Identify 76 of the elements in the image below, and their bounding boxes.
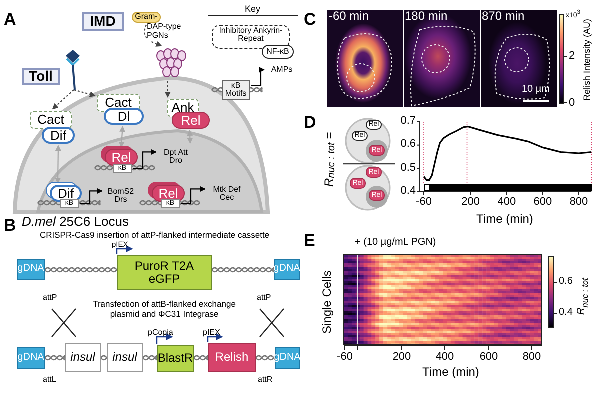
scale-label: 10 µm bbox=[522, 84, 550, 96]
site-label: attP bbox=[257, 293, 272, 302]
tick-label: 600 bbox=[532, 196, 554, 208]
arrow bbox=[55, 145, 62, 184]
tick-label: 0.5 bbox=[400, 162, 416, 174]
gdna-box: gDNA bbox=[275, 347, 300, 369]
tick-label: 2 bbox=[569, 50, 576, 63]
caption-text: Transfection of attB-flanked exchange plasmid and ΦC31 Integrase bbox=[92, 300, 237, 320]
axis-title: Time (min) bbox=[476, 212, 534, 226]
tick-label: 400 bbox=[496, 196, 518, 208]
tick-label: 0.6 bbox=[559, 276, 573, 288]
protein-pill: Dif bbox=[42, 127, 75, 144]
gene-label: Dpt Att Dro bbox=[158, 145, 194, 169]
arrow bbox=[74, 89, 96, 98]
site-label: attP bbox=[43, 293, 58, 302]
tick-label: -60 bbox=[415, 196, 433, 208]
time-label: -60 min bbox=[329, 10, 370, 24]
tick-label: 800 bbox=[568, 196, 590, 208]
gdna-box: gDNA bbox=[17, 347, 45, 369]
key-title: Key bbox=[245, 4, 261, 14]
panel-letter: E bbox=[304, 231, 316, 251]
section-title: D.mel 25C6 Locus bbox=[22, 215, 129, 230]
protein-pill: Dl bbox=[104, 108, 144, 125]
inhibitor-box: Cact bbox=[30, 111, 72, 129]
tick-label: 200 bbox=[392, 351, 412, 364]
arrow bbox=[187, 130, 194, 144]
panel-letter: D bbox=[304, 113, 316, 133]
gene-label: AMPs bbox=[266, 64, 298, 76]
tick-label: 400 bbox=[435, 351, 455, 364]
tick-label: -60 bbox=[336, 351, 354, 364]
arrow bbox=[164, 81, 171, 98]
site-label: attR bbox=[258, 375, 273, 384]
arrow bbox=[144, 24, 162, 47]
treatment-label: + (10 µg/mL PGN) bbox=[355, 237, 436, 248]
site-label: attL bbox=[43, 375, 56, 384]
gdna-box: gDNA bbox=[274, 259, 300, 280]
tick-label: 0.6 bbox=[400, 138, 416, 150]
cassette-box: PuroR T2A eGFP bbox=[117, 255, 212, 290]
tick-label: 0.7 bbox=[400, 115, 416, 127]
arrow bbox=[181, 186, 206, 204]
axis-title: Single Cells bbox=[321, 269, 335, 336]
key-pill: NF-κB bbox=[262, 45, 294, 59]
tick-label: 0 bbox=[569, 97, 576, 110]
pathway-label-box: IMD bbox=[82, 12, 124, 31]
axis-title: Time (min) bbox=[422, 366, 480, 380]
tick-label: 0.4 bbox=[559, 307, 573, 318]
insulator-box: insul bbox=[107, 343, 143, 372]
colorbar-title: Relish Intensity (AU) bbox=[582, 18, 592, 104]
gene-label: Mtk Def Cec bbox=[207, 182, 247, 206]
arrow bbox=[118, 126, 126, 148]
gdna-box: gDNA bbox=[17, 259, 45, 280]
tick-label: 200 bbox=[460, 196, 482, 208]
caption-text: CRISPR-Cas9 insertion of attP-flanked intermediate cassette bbox=[40, 231, 270, 241]
protein-pill: Rel bbox=[172, 112, 210, 129]
time-label: 870 min bbox=[482, 10, 525, 24]
arrow bbox=[52, 90, 74, 110]
panel-letter: A bbox=[4, 10, 16, 30]
arrow bbox=[80, 188, 103, 204]
tick-label: 800 bbox=[522, 351, 542, 364]
pathway-label-box: Toll bbox=[22, 68, 60, 85]
promoter-label: pIEX bbox=[203, 328, 220, 338]
tick-label: 600 bbox=[479, 351, 499, 364]
bacteria-pill: Gram- bbox=[132, 12, 161, 23]
insulator-box: insul bbox=[65, 343, 101, 372]
panel-letter: C bbox=[304, 10, 316, 30]
panel-letter: B bbox=[4, 216, 16, 236]
tick-label: 0.4 bbox=[400, 185, 416, 197]
receptor-drawing bbox=[155, 48, 187, 80]
cassette-box: BlastR bbox=[157, 345, 194, 372]
arrow bbox=[251, 67, 265, 87]
promoter-label: pCopia bbox=[148, 328, 174, 338]
cassette-box: Relish bbox=[208, 343, 256, 372]
arrow bbox=[133, 149, 157, 170]
time-label: 180 min bbox=[405, 10, 448, 24]
gene-label: BomS2 Drs bbox=[104, 184, 138, 208]
motif-box: κB Motifs bbox=[222, 80, 250, 100]
